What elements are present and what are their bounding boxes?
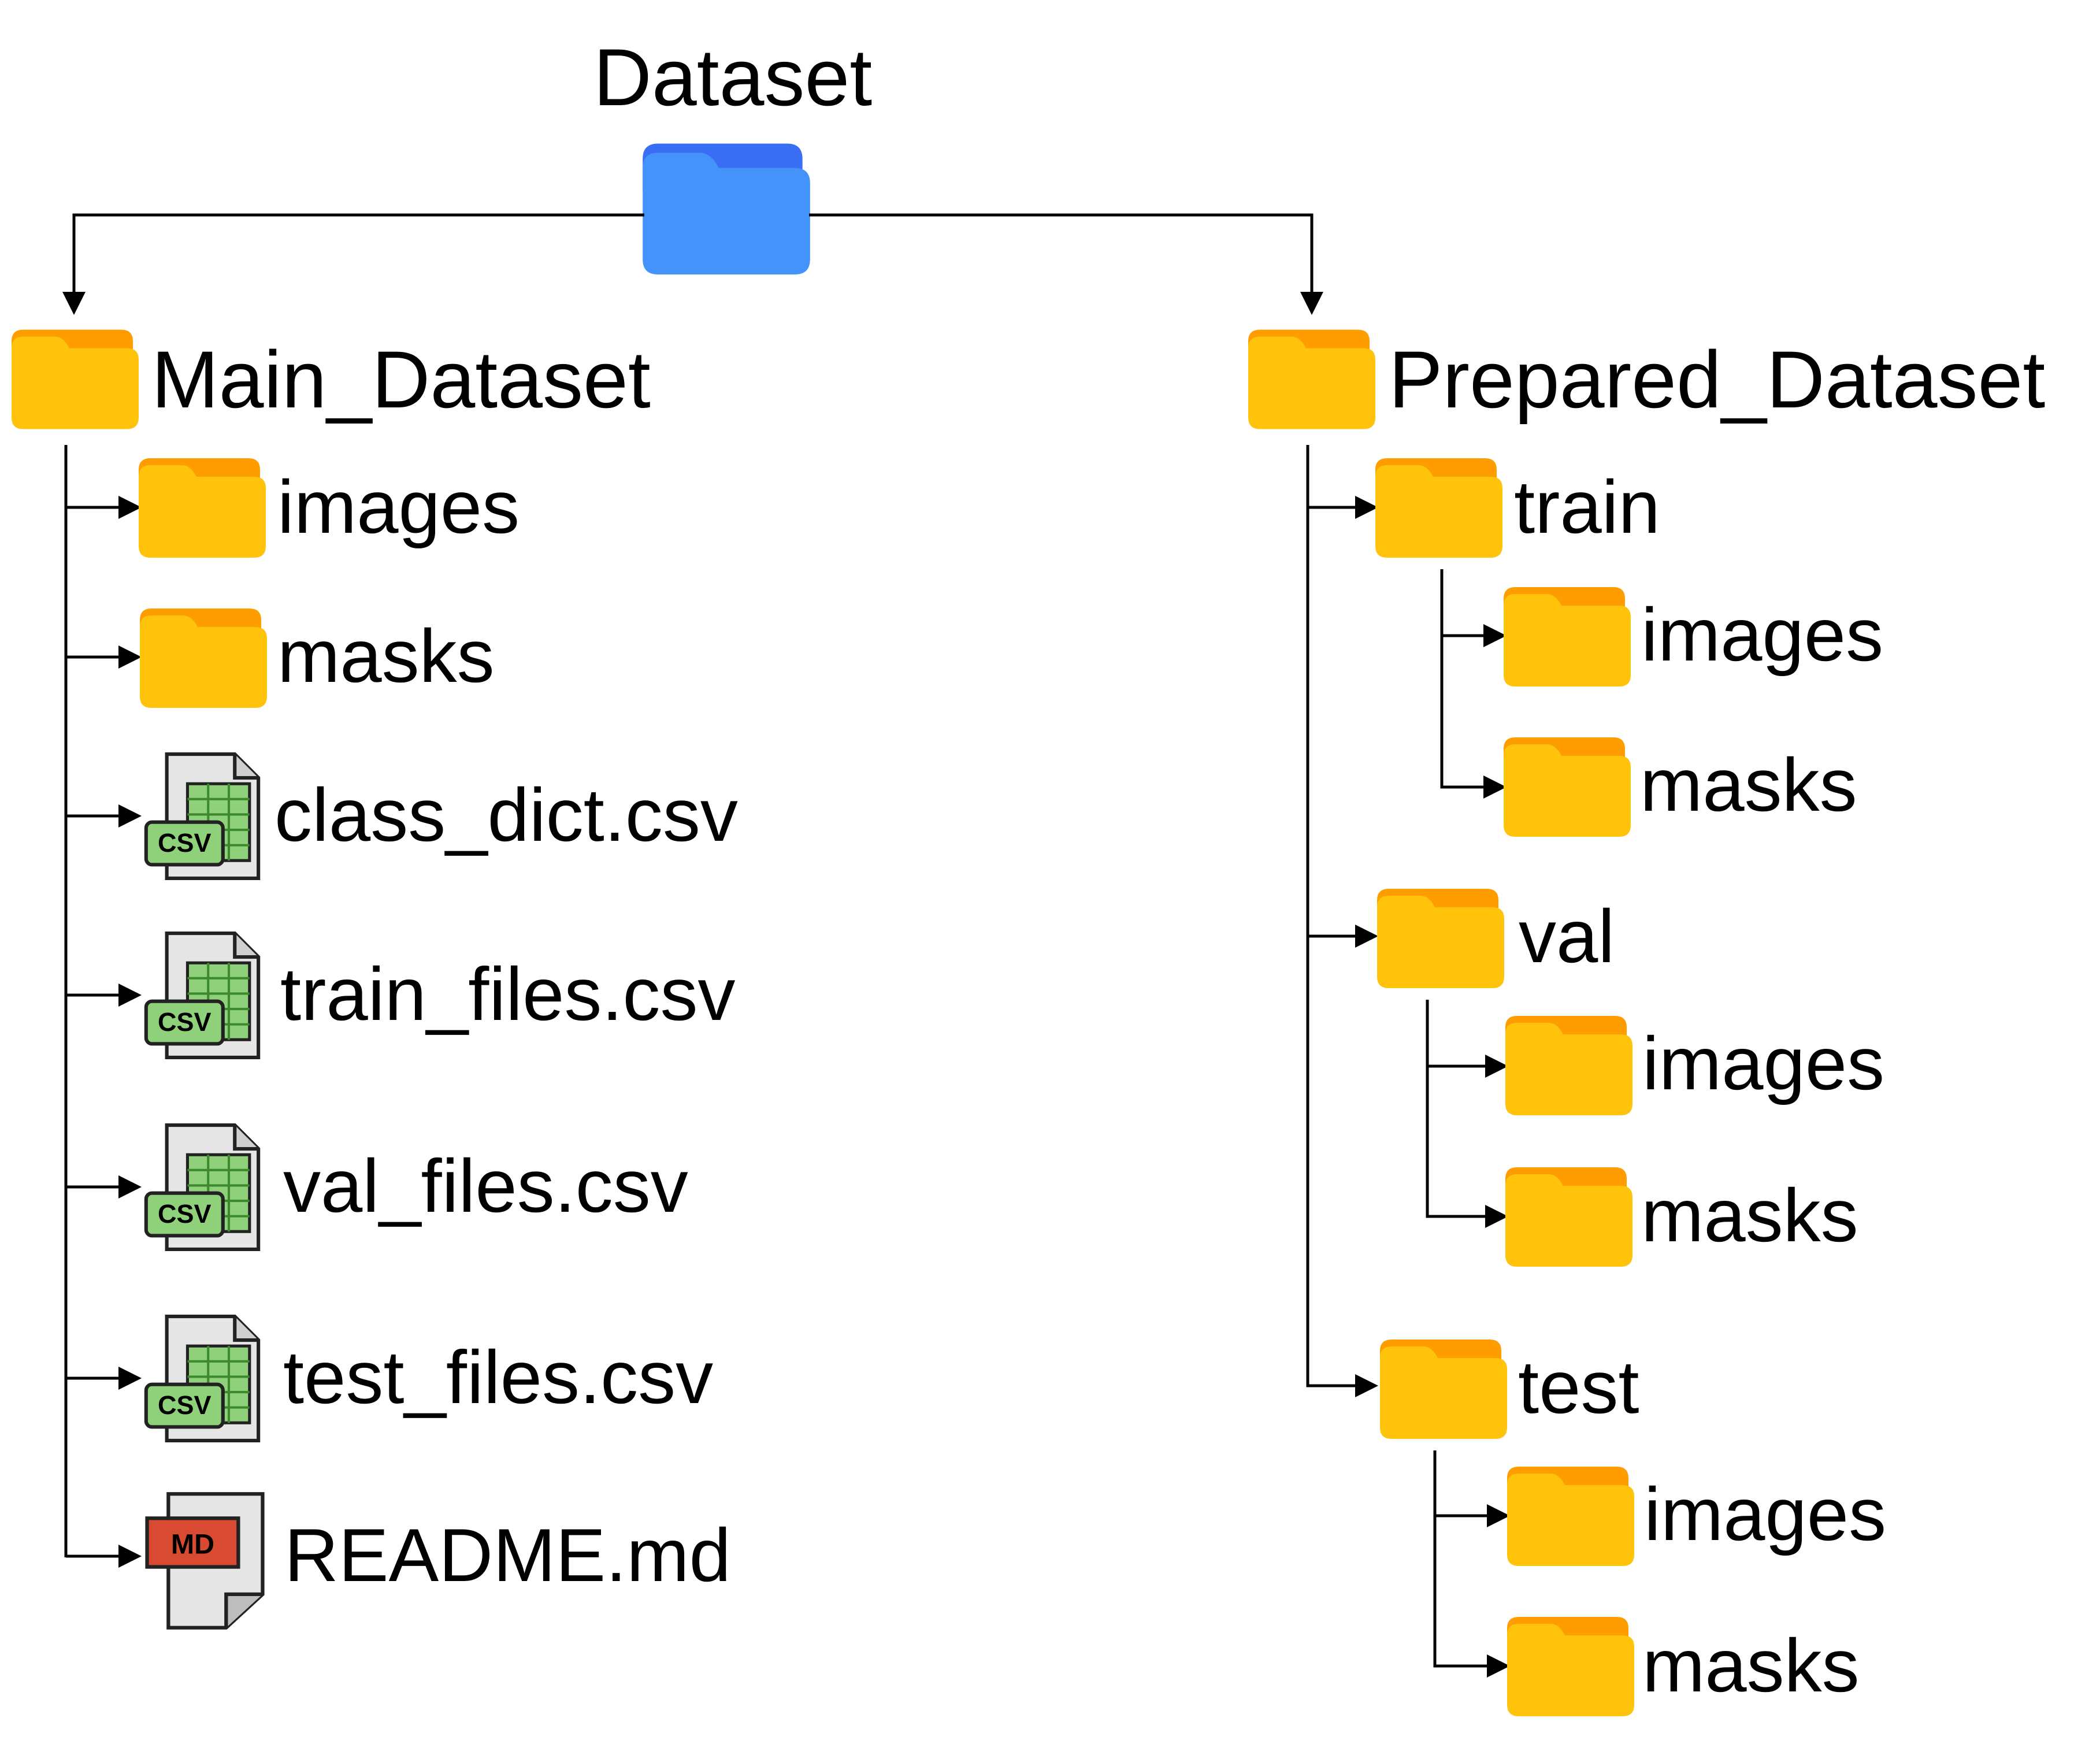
train-masks-label: masks [1640, 743, 1857, 827]
main-connectors [64, 445, 142, 1568]
root-connectors [62, 213, 1323, 315]
main-item-images: images [277, 465, 520, 549]
split-val-label: val [1519, 894, 1615, 978]
test-images-label: images [1644, 1472, 1886, 1556]
train-images-label: images [1641, 592, 1883, 677]
main-item-train-files: train_files.csv [280, 952, 736, 1036]
split-train-label: train [1514, 465, 1660, 549]
prepared-connectors [1306, 445, 1510, 1678]
main-item-readme: README.md [284, 1513, 731, 1597]
root-label: Dataset [593, 32, 872, 123]
val-images-folder-icon [1505, 1016, 1632, 1115]
main-item-val-files: val_files.csv [283, 1144, 688, 1228]
test-images-folder-icon [1507, 1467, 1634, 1566]
val-folder-icon [1377, 889, 1504, 988]
test-files-csv-icon [146, 1316, 258, 1441]
test-folder-icon [1380, 1339, 1507, 1439]
class-dict-csv-icon [146, 754, 258, 878]
main-label: Main_Dataset [151, 334, 651, 425]
prepared-folder-icon [1248, 329, 1375, 429]
val-masks-folder-icon [1505, 1167, 1632, 1267]
root-folder-icon [643, 143, 810, 274]
prepared-label: Prepared_Dataset [1389, 334, 2045, 425]
train-folder-icon [1375, 458, 1502, 558]
test-masks-label: masks [1642, 1623, 1860, 1708]
val-masks-label: masks [1641, 1173, 1858, 1257]
connector-to-prepared [809, 213, 1323, 315]
val-images-label: images [1642, 1021, 1884, 1105]
main-masks-folder-icon [140, 608, 267, 708]
val-files-csv-icon [146, 1125, 258, 1249]
main-item-class-dict: class_dict.csv [274, 773, 738, 857]
connector-to-main [62, 213, 644, 315]
main-images-folder-icon [139, 458, 266, 558]
prepared-trunk [1306, 445, 1378, 1397]
split-test-label: test [1518, 1345, 1639, 1429]
main-item-test-files: test_files.csv [283, 1335, 713, 1419]
train-branch [1440, 569, 1507, 799]
train-masks-folder-icon [1504, 737, 1631, 837]
val-branch [1426, 1000, 1508, 1228]
train-files-csv-icon [146, 933, 258, 1057]
test-branch [1433, 1450, 1510, 1678]
readme-md-icon [147, 1494, 263, 1627]
main-item-masks: masks [277, 614, 495, 698]
main-folder-icon [12, 329, 139, 429]
test-masks-folder-icon [1507, 1617, 1634, 1716]
train-images-folder-icon [1504, 587, 1631, 687]
